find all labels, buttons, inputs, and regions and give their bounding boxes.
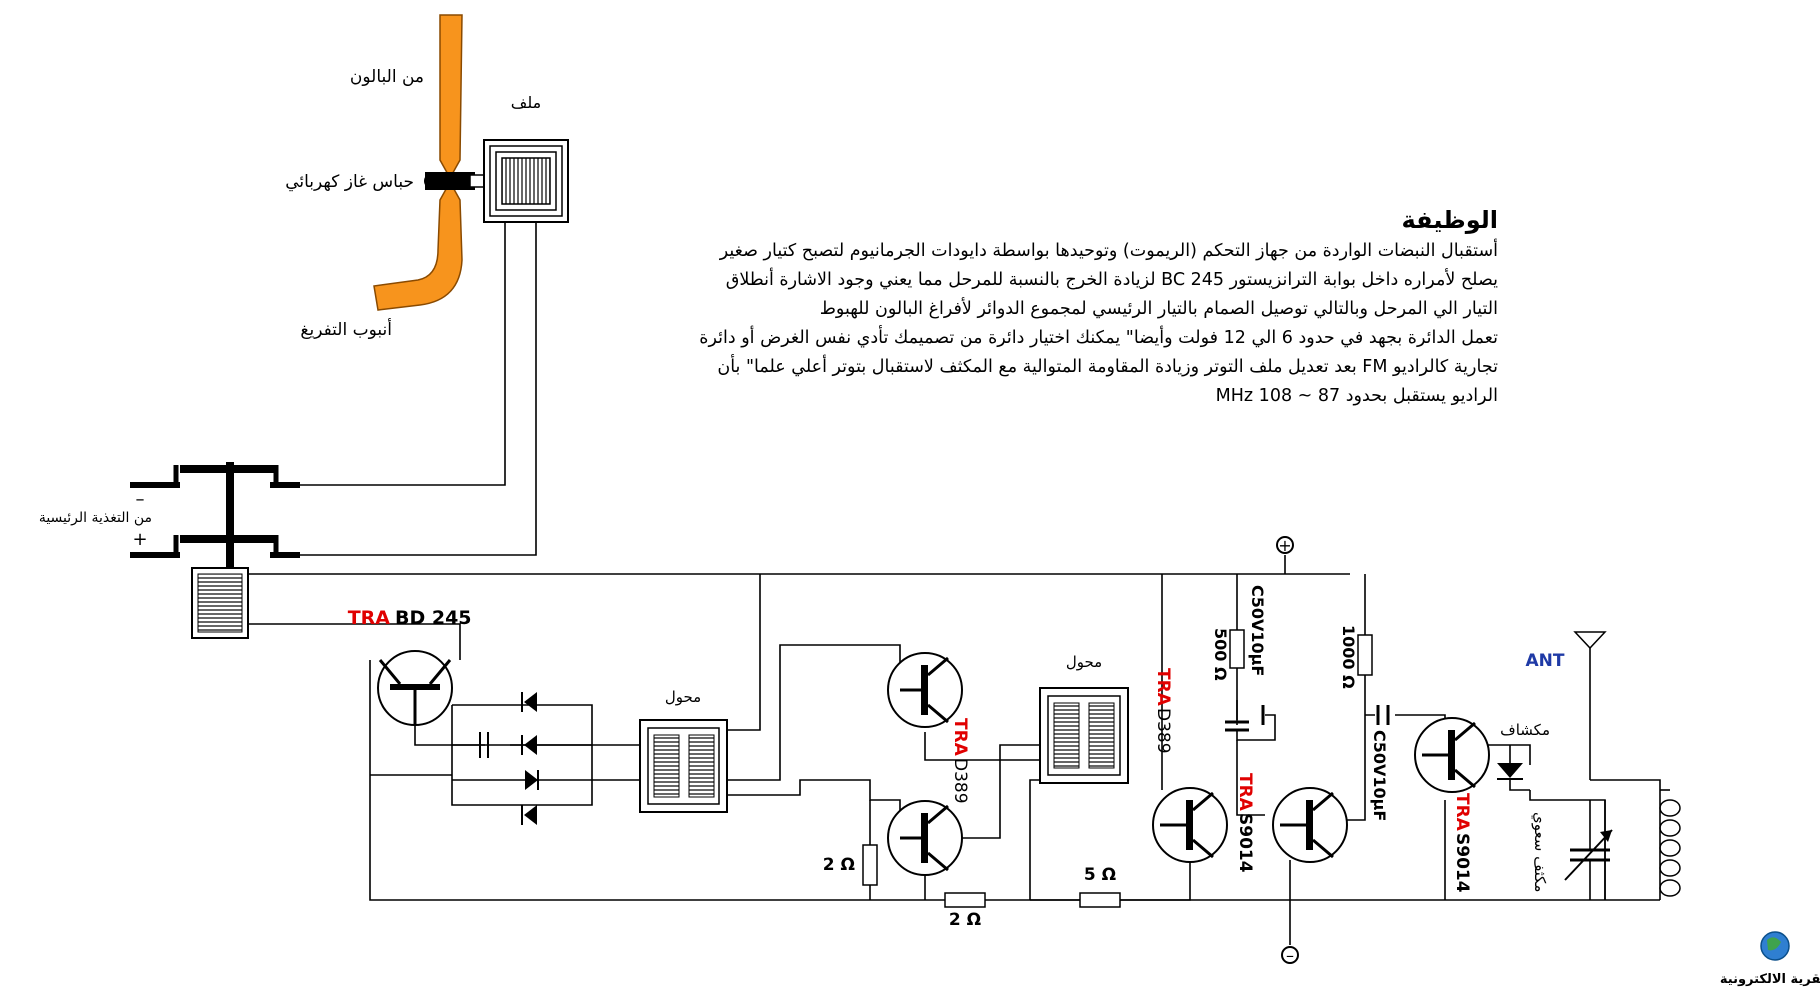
s9014b-label: S9014 — [1452, 833, 1472, 893]
relay-coil — [191, 567, 249, 639]
transistor-d389-bottom — [887, 800, 963, 876]
detector-label: مكشاف — [1500, 721, 1550, 739]
relay-contacts — [130, 462, 300, 572]
coil-box — [483, 139, 569, 223]
transformer-2-label: محول — [1066, 653, 1102, 671]
transformer-2 — [1039, 687, 1129, 784]
transformer-1-label: محول — [665, 688, 701, 706]
resistor-5 — [1079, 892, 1121, 908]
logo-globe — [1760, 931, 1790, 961]
circuit-wires — [248, 555, 1661, 945]
description-line: أستقبال النبضات الواردة من جهاز التحكم (… — [719, 241, 1498, 261]
transistor-d389-right — [1152, 787, 1228, 863]
r500-label: 500 Ω — [1211, 628, 1230, 681]
bd245-label: BD 245 — [395, 607, 472, 629]
resistor-1000 — [1357, 634, 1373, 676]
main-supply-label: من التغذية الرئيسية — [39, 510, 152, 526]
cap-b-label: C50V10μF — [1370, 730, 1389, 821]
svg-text:–: – — [1286, 946, 1294, 965]
r1000-label: 1000 Ω — [1339, 625, 1358, 689]
svg-text:+: + — [1278, 536, 1291, 555]
minus-terminal: – — [1281, 946, 1299, 965]
d389b-label: D389 — [1153, 708, 1173, 754]
coil-label: ملف — [511, 93, 541, 112]
capacitor-b — [1376, 705, 1390, 725]
plus-terminal: + — [1276, 536, 1294, 555]
d389b-tra: TRA — [1153, 668, 1173, 707]
capacitor-a — [1225, 668, 1276, 741]
gas-valve — [424, 172, 487, 190]
logo-text: القرية الالكترونية — [1720, 972, 1820, 987]
description-line: الراديو يستقبل بحدود MHz 108 ~ 87 — [1215, 386, 1498, 406]
antenna — [1573, 631, 1607, 650]
antenna-label: ANT — [1526, 651, 1565, 671]
r2b-label: 2 Ω — [949, 910, 981, 930]
d389a-tra: TRA — [950, 718, 970, 757]
r5-label: 5 Ω — [1084, 865, 1116, 885]
description-line: تجارية كالراديو FM بعد تعديل ملف التوتر … — [717, 357, 1498, 377]
transistor-s9014-right — [1414, 717, 1490, 793]
description-block: الوظيفة أستقبال النبضات الواردة من جهاز … — [698, 206, 1498, 411]
from-balloon-label: من البالون — [350, 67, 424, 87]
diode-bridge — [479, 692, 539, 825]
cap-a-label: C50V10μF — [1248, 585, 1267, 676]
description-line: يصلح لأمراره داخل بوابة الترانزيستور BC … — [725, 270, 1498, 290]
tank-coil — [1659, 789, 1681, 897]
variable-cap-label: مكثف سعوي — [1530, 812, 1549, 892]
description-line: التيار الي المرحل وبالتالي توصيل الصمام … — [819, 299, 1498, 319]
description-heading: الوظيفة — [1401, 206, 1498, 234]
transistor-d389-top — [887, 652, 963, 728]
detector-diode — [1497, 745, 1530, 791]
supply-plus: + — [132, 529, 147, 550]
description-line: تعمل الدائرة بجهد في حدود 6 الي 12 فولت … — [699, 328, 1498, 348]
variable-capacitor — [1564, 800, 1613, 900]
d389a-label: D389 — [950, 758, 970, 804]
transistor-s9014-middle — [1272, 787, 1348, 863]
supply-minus: – — [136, 489, 145, 510]
transistor-bd245 — [377, 650, 453, 726]
bd245-tra: TRA — [348, 607, 391, 629]
balloon-tube — [373, 14, 463, 311]
transformer-1 — [639, 719, 728, 813]
s9014b-tra: TRA — [1452, 793, 1472, 832]
resistor-2-vertical — [862, 844, 878, 886]
s9014a-label: S9014 — [1235, 813, 1255, 873]
discharge-tube-label: أنبوب التفريغ — [300, 318, 392, 340]
resistor-500 — [1229, 629, 1245, 669]
s9014a-tra: TRA — [1235, 773, 1255, 812]
gas-valve-label: حباس غاز كهربائي — [285, 172, 414, 192]
r2a-label: 2 Ω — [823, 855, 855, 875]
resistor-2-horizontal — [944, 892, 986, 908]
